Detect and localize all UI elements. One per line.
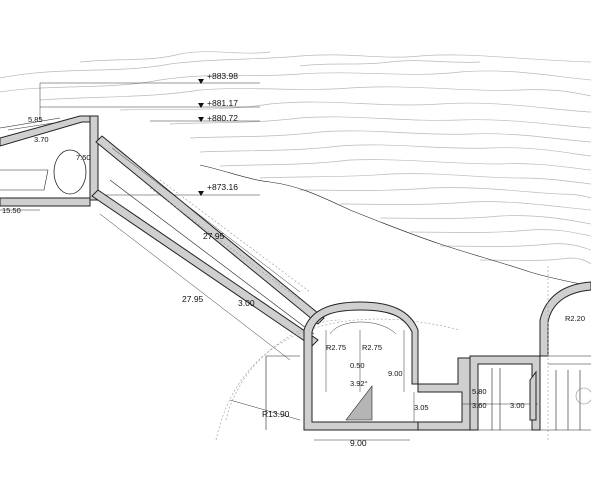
- chamber-height-label: 9.00: [388, 369, 403, 378]
- elevation-label-1: +883.98: [207, 71, 238, 81]
- roof-offset-label: 3.70: [34, 135, 49, 144]
- elevation-marker-1: +883.98: [198, 71, 238, 84]
- elevation-lines: [39, 82, 260, 196]
- round-window: [53, 149, 87, 195]
- roof-structure: 5.85 3.70: [0, 115, 97, 147]
- ground-surface: [199, 164, 591, 287]
- slope-lower-label: 27.95: [182, 294, 204, 304]
- dome-radius-label: R2.20: [565, 314, 585, 323]
- side-height-label: 5.80: [472, 387, 487, 396]
- arched-chamber: R2.75 R2.75 0.50 9.00 3.92° 9.00: [303, 301, 419, 448]
- lower-radius-label: R13.90: [262, 409, 290, 419]
- angle-label: 3.92°: [350, 379, 368, 388]
- left-base-label: 15.50: [2, 206, 21, 215]
- top-wall-label: 7.50: [76, 153, 91, 162]
- chamber-width-label: 9.00: [350, 438, 367, 448]
- elevation-marker-3: +880.72: [198, 113, 238, 123]
- top-wall: 7.50: [76, 115, 99, 201]
- elevation-marker-2: +881.17: [198, 98, 238, 108]
- offset-label: 0.50: [350, 361, 365, 370]
- right-dome: R2.20: [539, 266, 591, 440]
- arch-radius-left-label: R2.75: [326, 343, 346, 352]
- step-height-label: 3.05: [414, 403, 429, 412]
- elevation-label-2: +881.17: [207, 98, 238, 108]
- terrain-contours: [0, 51, 591, 265]
- left-building: 15.50: [0, 149, 91, 215]
- elevation-label-4: +873.16: [207, 182, 238, 192]
- gap-width-label: 3.60: [472, 401, 487, 410]
- elevation-label-3: +880.72: [207, 113, 238, 123]
- tube-width-label: 3.00: [238, 298, 255, 308]
- roof-pitch-label: 5.85: [28, 115, 43, 124]
- arch-radius-right-label: R2.75: [362, 343, 382, 352]
- slope-upper-label: 27.95: [203, 231, 225, 241]
- corridor-width-label: 3.00: [510, 401, 525, 410]
- elevation-marker-4: +873.16: [198, 182, 238, 196]
- corridor: 3.60 3.00 5.80: [462, 355, 541, 431]
- step-section: 3.05: [413, 357, 471, 431]
- inclined-tunnel: 27.95 27.95 3.00: [91, 135, 325, 361]
